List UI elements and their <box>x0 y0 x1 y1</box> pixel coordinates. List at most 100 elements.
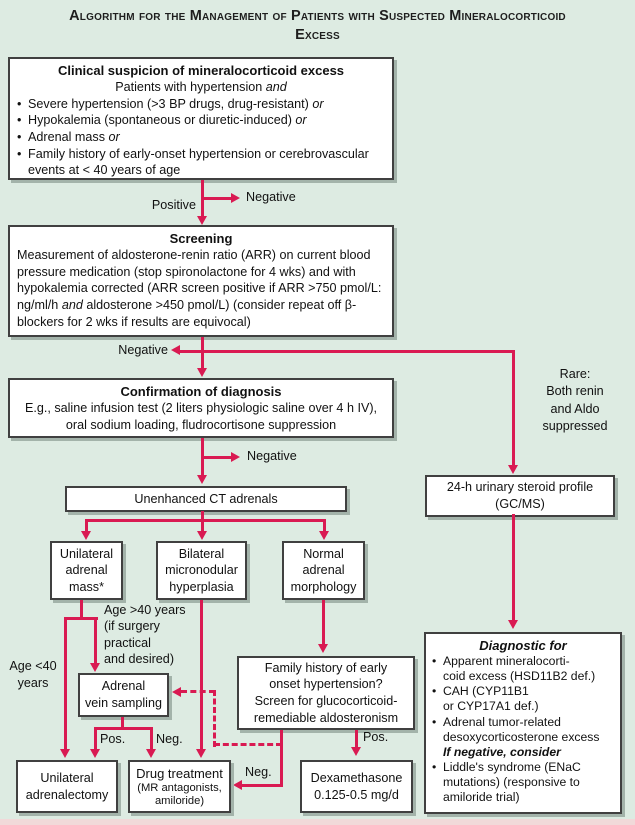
page-title: Algorithm for the Management of Patients… <box>69 8 566 43</box>
bullet-icon: • <box>432 714 437 729</box>
family-history-text: Family history of early onset hypertensi… <box>253 660 399 725</box>
label-negative: Negative <box>247 449 297 463</box>
connector-to-bilateral <box>201 521 204 532</box>
label-pos: Pos. <box>100 732 126 746</box>
list-item: •Hypokalemia (spontaneous or diuretic-in… <box>17 113 307 128</box>
list-item: •Family history of early-onset hypertens… <box>17 146 369 178</box>
arrowhead-left-icon <box>171 345 180 355</box>
flow-box-family-history: Family history of early onset hypertensi… <box>237 656 415 730</box>
label-negative: Negative <box>118 343 168 357</box>
flow-box-screening: Screening Measurement of aldosterone-ren… <box>8 225 394 337</box>
connector-avs-neg <box>150 729 153 750</box>
flow-box-dexamethasone: Dexamethasone 0.125-0.5 mg/d <box>300 760 413 813</box>
flow-box-normal-morphology: Normal adrenal morphology <box>282 541 365 600</box>
arrowhead-left-icon <box>233 780 242 790</box>
connector-avs-stub <box>121 717 124 729</box>
arrowhead-down-icon <box>197 531 207 540</box>
screening-body: Measurement of aldosterone-renin ratio (… <box>17 248 382 329</box>
connector-arr-negative <box>179 350 515 353</box>
connector-normal-to-family <box>322 600 325 645</box>
connector-confirmation-negative <box>202 456 232 459</box>
dashed-connector-vertical <box>213 690 216 747</box>
bullet-icon: • <box>432 654 437 669</box>
list-item: •Adrenal mass or <box>17 129 120 144</box>
label-neg: Neg. <box>245 765 272 779</box>
arrowhead-down-icon <box>197 216 207 225</box>
connector-gra-neg-left <box>241 784 283 787</box>
arrowhead-down-icon <box>146 749 156 758</box>
bilateral-text: Bilateral micronodular hyperplasia <box>165 546 238 594</box>
label-age-over-40: Age >40 years (if surgery practical and … <box>104 603 186 667</box>
flow-box-urinary-profile: 24-h urinary steroid profile (GC/MS) <box>425 475 615 517</box>
flow-box-confirmation: Confirmation of diagnosis E.g., saline i… <box>8 378 394 438</box>
list-item: •CAH (CYP11B1 or CYP17A1 def.) <box>432 684 539 714</box>
clinical-bullet-list: •Severe hypertension (>3 BP drugs, drug-… <box>17 96 385 179</box>
connector-bilateral-to-drug <box>200 600 203 750</box>
arrowhead-down-icon <box>197 475 207 484</box>
ct-text: Unenhanced CT adrenals <box>134 491 278 506</box>
flow-box-ct-adrenals: Unenhanced CT adrenals <box>65 486 347 512</box>
arrowhead-right-icon <box>231 452 240 462</box>
bullet-icon: • <box>432 684 437 699</box>
label-positive: Positive <box>151 198 196 212</box>
flow-box-adrenalectomy: Unilateral adrenalectomy <box>16 760 118 813</box>
connector-avs-pos <box>94 729 97 750</box>
flow-box-bilateral-hyperplasia: Bilateral micronodular hyperplasia <box>156 541 247 600</box>
connector-screening-down <box>201 337 204 369</box>
label-age-under-40: Age <40 years <box>9 659 57 690</box>
unilateral-mass-text: Unilateral adrenal mass* <box>59 546 114 594</box>
connector-profile-to-diagnostic <box>512 514 515 621</box>
connector-avs-split <box>94 727 153 730</box>
diagnostic-if-negative: If negative, consider <box>443 744 561 759</box>
arrowhead-down-icon <box>318 644 328 653</box>
arrowhead-down-icon <box>196 749 206 758</box>
diagnostic-bullet-list-2: •Liddle's syndrome (ENaC mutations) (res… <box>432 760 614 805</box>
list-item: •Adrenal tumor-related desoxycorticoster… <box>432 714 600 744</box>
connector-to-unilateral-mass <box>85 521 88 532</box>
dashed-connector-to-avs <box>181 690 215 693</box>
bullet-icon: • <box>17 129 22 144</box>
bullet-icon: • <box>432 759 437 774</box>
connector-gra-neg-down <box>280 730 283 787</box>
confirmation-body: E.g., saline infusion test (2 liters phy… <box>24 401 378 432</box>
flow-box-diagnostic: Diagnostic for •Apparent mineralocorti- … <box>424 632 622 814</box>
bullet-icon: • <box>17 113 22 128</box>
flow-box-adrenal-vein-sampling: Adrenal vein sampling <box>78 673 169 717</box>
urinary-profile-text: 24-h urinary steroid profile (GC/MS) <box>446 480 594 511</box>
flow-box-clinical-suspicion: Clinical suspicion of mineralocorticoid … <box>8 57 394 180</box>
avs-text: Adrenal vein sampling <box>84 679 162 710</box>
clinical-subheading: Patients with hypertension and <box>115 80 287 95</box>
connector-ct-stub <box>201 511 204 522</box>
arrowhead-down-icon <box>90 749 100 758</box>
arrowhead-down-icon <box>81 531 91 540</box>
screening-heading: Screening <box>169 231 233 246</box>
list-item: •Apparent mineralocorti- coid excess (HS… <box>432 654 596 684</box>
list-item: •Severe hypertension (>3 BP drugs, drug-… <box>17 96 324 111</box>
drug-treatment-sub: (MR antagonists, amiloride) <box>137 781 222 808</box>
page-edge-strip <box>0 819 635 825</box>
arrowhead-down-icon <box>90 663 100 672</box>
dashed-connector-horizontal <box>214 743 282 746</box>
diagnostic-heading: Diagnostic for <box>479 638 567 653</box>
arrowhead-down-icon <box>197 368 207 377</box>
arrowhead-down-icon <box>319 531 329 540</box>
connector-ct-spread <box>85 519 326 522</box>
arrowhead-down-icon <box>351 747 361 756</box>
arrowhead-down-icon <box>508 620 518 629</box>
connector-age-under40 <box>64 619 67 750</box>
arrowhead-down-icon <box>60 749 70 758</box>
connector-clinical-negative <box>202 197 232 200</box>
arrowhead-right-icon <box>231 193 240 203</box>
arrowhead-left-icon <box>172 687 181 697</box>
label-neg: Neg. <box>156 732 183 746</box>
connector-age-over40 <box>94 619 97 664</box>
bullet-icon: • <box>17 146 22 161</box>
connector-to-normal <box>323 521 326 532</box>
adrenalectomy-text: Unilateral adrenalectomy <box>25 770 109 802</box>
connector-gra-pos <box>355 730 358 748</box>
diagnostic-bullet-list: •Apparent mineralocorti- coid excess (HS… <box>432 654 614 745</box>
flow-box-drug-treatment: Drug treatment (MR antagonists, amilorid… <box>128 760 231 813</box>
bullet-icon: • <box>17 96 22 111</box>
label-rare-note: Rare: Both renin and Aldo suppressed <box>542 367 608 434</box>
connector-to-urinary-profile <box>512 350 515 466</box>
